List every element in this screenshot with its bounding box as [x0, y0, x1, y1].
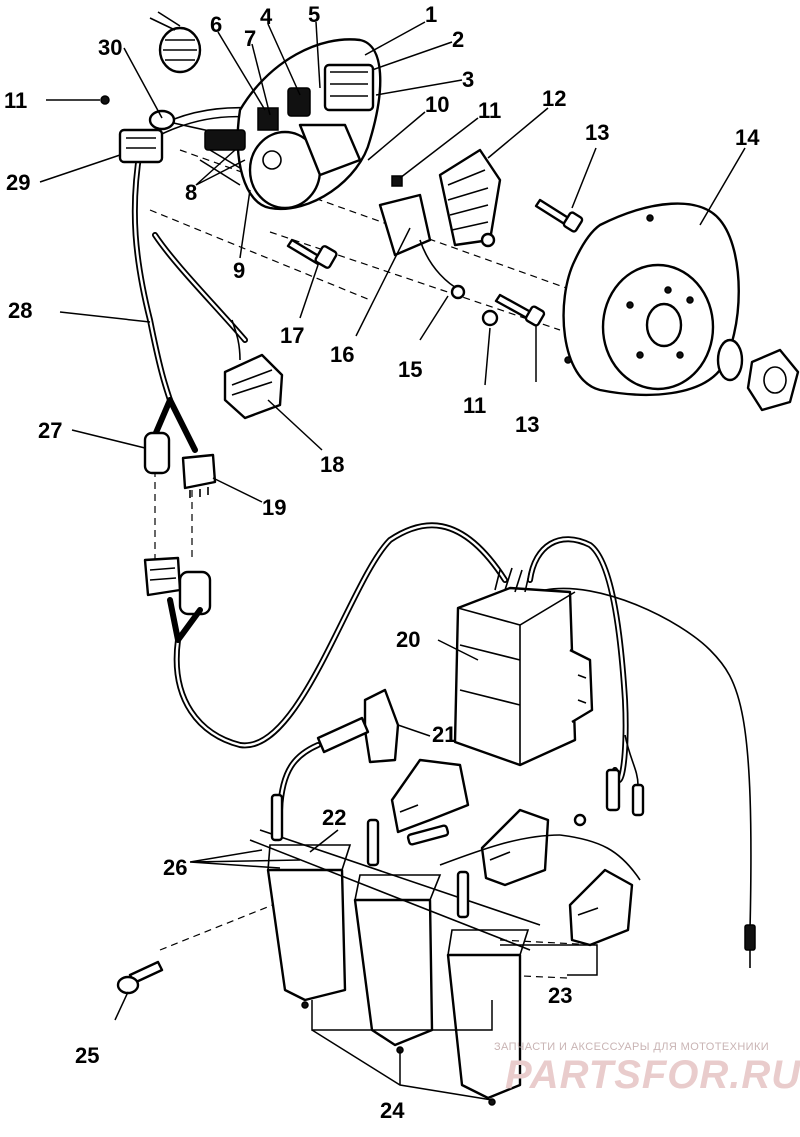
callout-labels: 1 2 3 4 5 6 7 8 9 10 11 11 11 12 13 13 1…: [4, 2, 760, 1123]
callout-8: 8: [185, 180, 197, 205]
callout-28: 28: [8, 298, 32, 323]
callout-3: 3: [462, 67, 474, 92]
callout-9: 9: [233, 258, 245, 283]
cdi-box: [453, 567, 594, 767]
callout-13-bottom: 13: [515, 412, 539, 437]
bolt: [116, 960, 164, 995]
callout-25: 25: [75, 1043, 99, 1068]
callout-29: 29: [6, 170, 30, 195]
leader-lines: [39, 21, 746, 1021]
callout-11-bottom: 11: [463, 393, 486, 418]
callout-26: 26: [163, 855, 187, 880]
callout-17: 17: [280, 323, 304, 348]
callout-20: 20: [396, 627, 420, 652]
group-brackets: [311, 944, 598, 1101]
stator-assembly: [100, 11, 382, 211]
screws: [286, 175, 584, 327]
callout-6: 6: [210, 12, 222, 37]
callout-27: 27: [38, 418, 62, 443]
callout-24: 24: [380, 1098, 405, 1123]
callout-2: 2: [452, 27, 464, 52]
watermark-tagline: ЗАПЧАСТИ И АКСЕССУАРЫ ДЛЯ МОТОТЕХНИКИ: [494, 1041, 770, 1053]
pickup-coils: [378, 148, 502, 300]
callout-18: 18: [320, 452, 344, 477]
callout-7: 7: [244, 26, 256, 51]
callout-12: 12: [542, 86, 566, 111]
callout-15: 15: [398, 357, 422, 382]
flywheel: [562, 202, 800, 412]
callout-11-top: 11: [478, 98, 501, 123]
connectors: [143, 319, 284, 616]
callout-4: 4: [260, 4, 273, 29]
callout-19: 19: [262, 495, 286, 520]
callout-22: 22: [322, 805, 346, 830]
callout-30: 30: [98, 35, 122, 60]
callout-1: 1: [425, 2, 437, 27]
ignition-coils: [249, 793, 641, 1106]
callout-14: 14: [735, 125, 760, 150]
callout-11-left: 11: [4, 88, 27, 113]
callout-23: 23: [548, 983, 572, 1008]
callout-13-top: 13: [585, 120, 609, 145]
callout-16: 16: [330, 342, 354, 367]
callout-21: 21: [432, 722, 456, 747]
callout-10: 10: [425, 92, 449, 117]
cables: [167, 522, 756, 968]
watermark-logo: PARTSFOR.RU: [505, 1053, 800, 1097]
brackets: [390, 758, 634, 947]
callout-5: 5: [308, 2, 320, 27]
